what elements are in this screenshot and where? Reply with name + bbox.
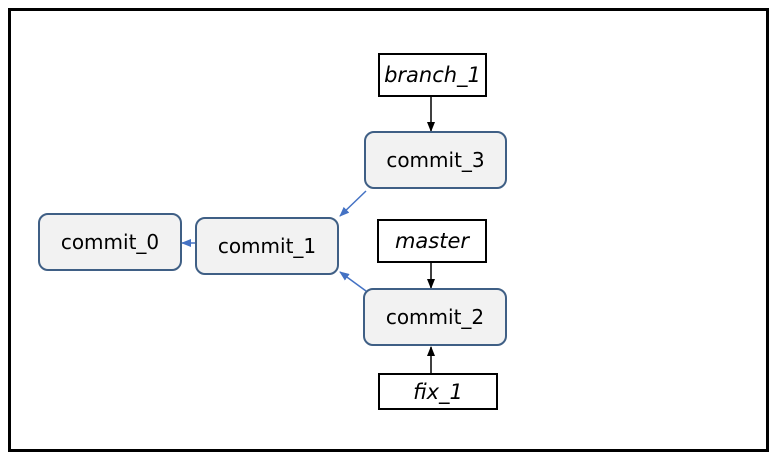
commit-node-label: commit_2 xyxy=(385,305,485,329)
commit-node-label: commit_1 xyxy=(217,234,317,258)
ref-label: master xyxy=(394,229,470,253)
ref-master: master xyxy=(377,219,487,263)
edge-commit2-to-commit1 xyxy=(339,271,367,292)
ref-label: branch_1 xyxy=(384,63,481,87)
diagram-frame xyxy=(8,8,769,452)
commit-node-label: commit_0 xyxy=(60,230,160,254)
commit-node-label: commit_3 xyxy=(386,148,485,172)
commit-node-2: commit_2 xyxy=(363,288,507,346)
commit-node-1: commit_1 xyxy=(195,217,339,275)
edge-commit3-to-commit1 xyxy=(339,190,367,217)
ref-fix-1: fix_1 xyxy=(378,373,498,410)
ref-label: fix_1 xyxy=(413,379,463,404)
ref-branch-1: branch_1 xyxy=(378,53,487,97)
commit-node-0: commit_0 xyxy=(38,213,182,271)
commit-node-3: commit_3 xyxy=(364,131,507,189)
